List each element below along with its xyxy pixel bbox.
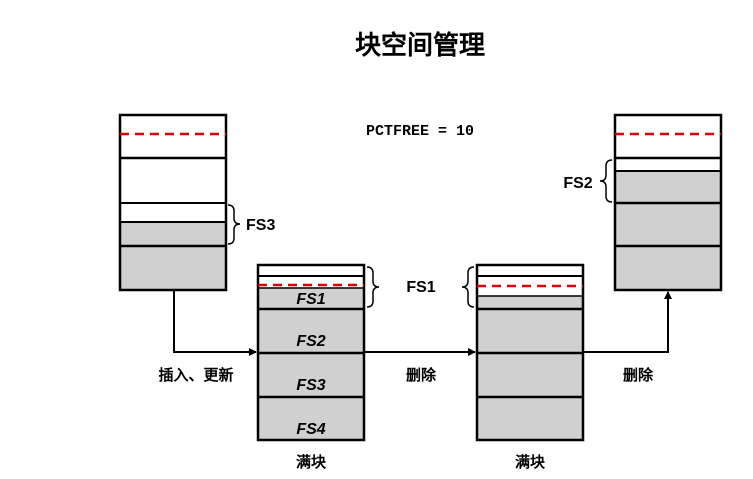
block-after-delete-used-area: [615, 171, 721, 290]
full-block-row-label: FS3: [296, 377, 325, 394]
insert-update-arrow: [173, 290, 257, 356]
pctfree-label: PCTFREE = 10: [366, 123, 474, 140]
full-block-caption-1: 满块: [296, 453, 327, 471]
block-full-2-used-area: [477, 296, 583, 440]
full-block-row-label: FS2: [296, 333, 325, 350]
fs1-brace-left: [461, 266, 475, 308]
block-full-1: FS1 FS2 FS3 FS4: [256, 263, 366, 442]
delete-label-1: 删除: [406, 366, 437, 384]
fs3-label: FS3: [246, 217, 275, 234]
block-full-2: [475, 263, 585, 442]
full-block-row-label: FS1: [296, 291, 325, 308]
fs3-brace: [227, 204, 241, 245]
block-full-1-used-area: [258, 288, 364, 440]
block-initial-used-area: [120, 222, 226, 290]
fs2-label: FS2: [563, 175, 592, 192]
fs1-brace-right: [366, 266, 380, 308]
delete-arrow-2: [583, 291, 672, 353]
block-after-delete: [613, 113, 723, 292]
page-title: 块空间管理: [355, 30, 485, 61]
delete-label-2: 删除: [623, 366, 654, 384]
full-block-row-label: FS4: [296, 421, 325, 438]
insert-update-label: 插入、更新: [158, 366, 233, 384]
fs1-label: FS1: [406, 279, 435, 296]
block-initial: [118, 113, 228, 292]
fs2-brace: [599, 159, 613, 203]
full-block-caption-2: 满块: [515, 453, 546, 471]
